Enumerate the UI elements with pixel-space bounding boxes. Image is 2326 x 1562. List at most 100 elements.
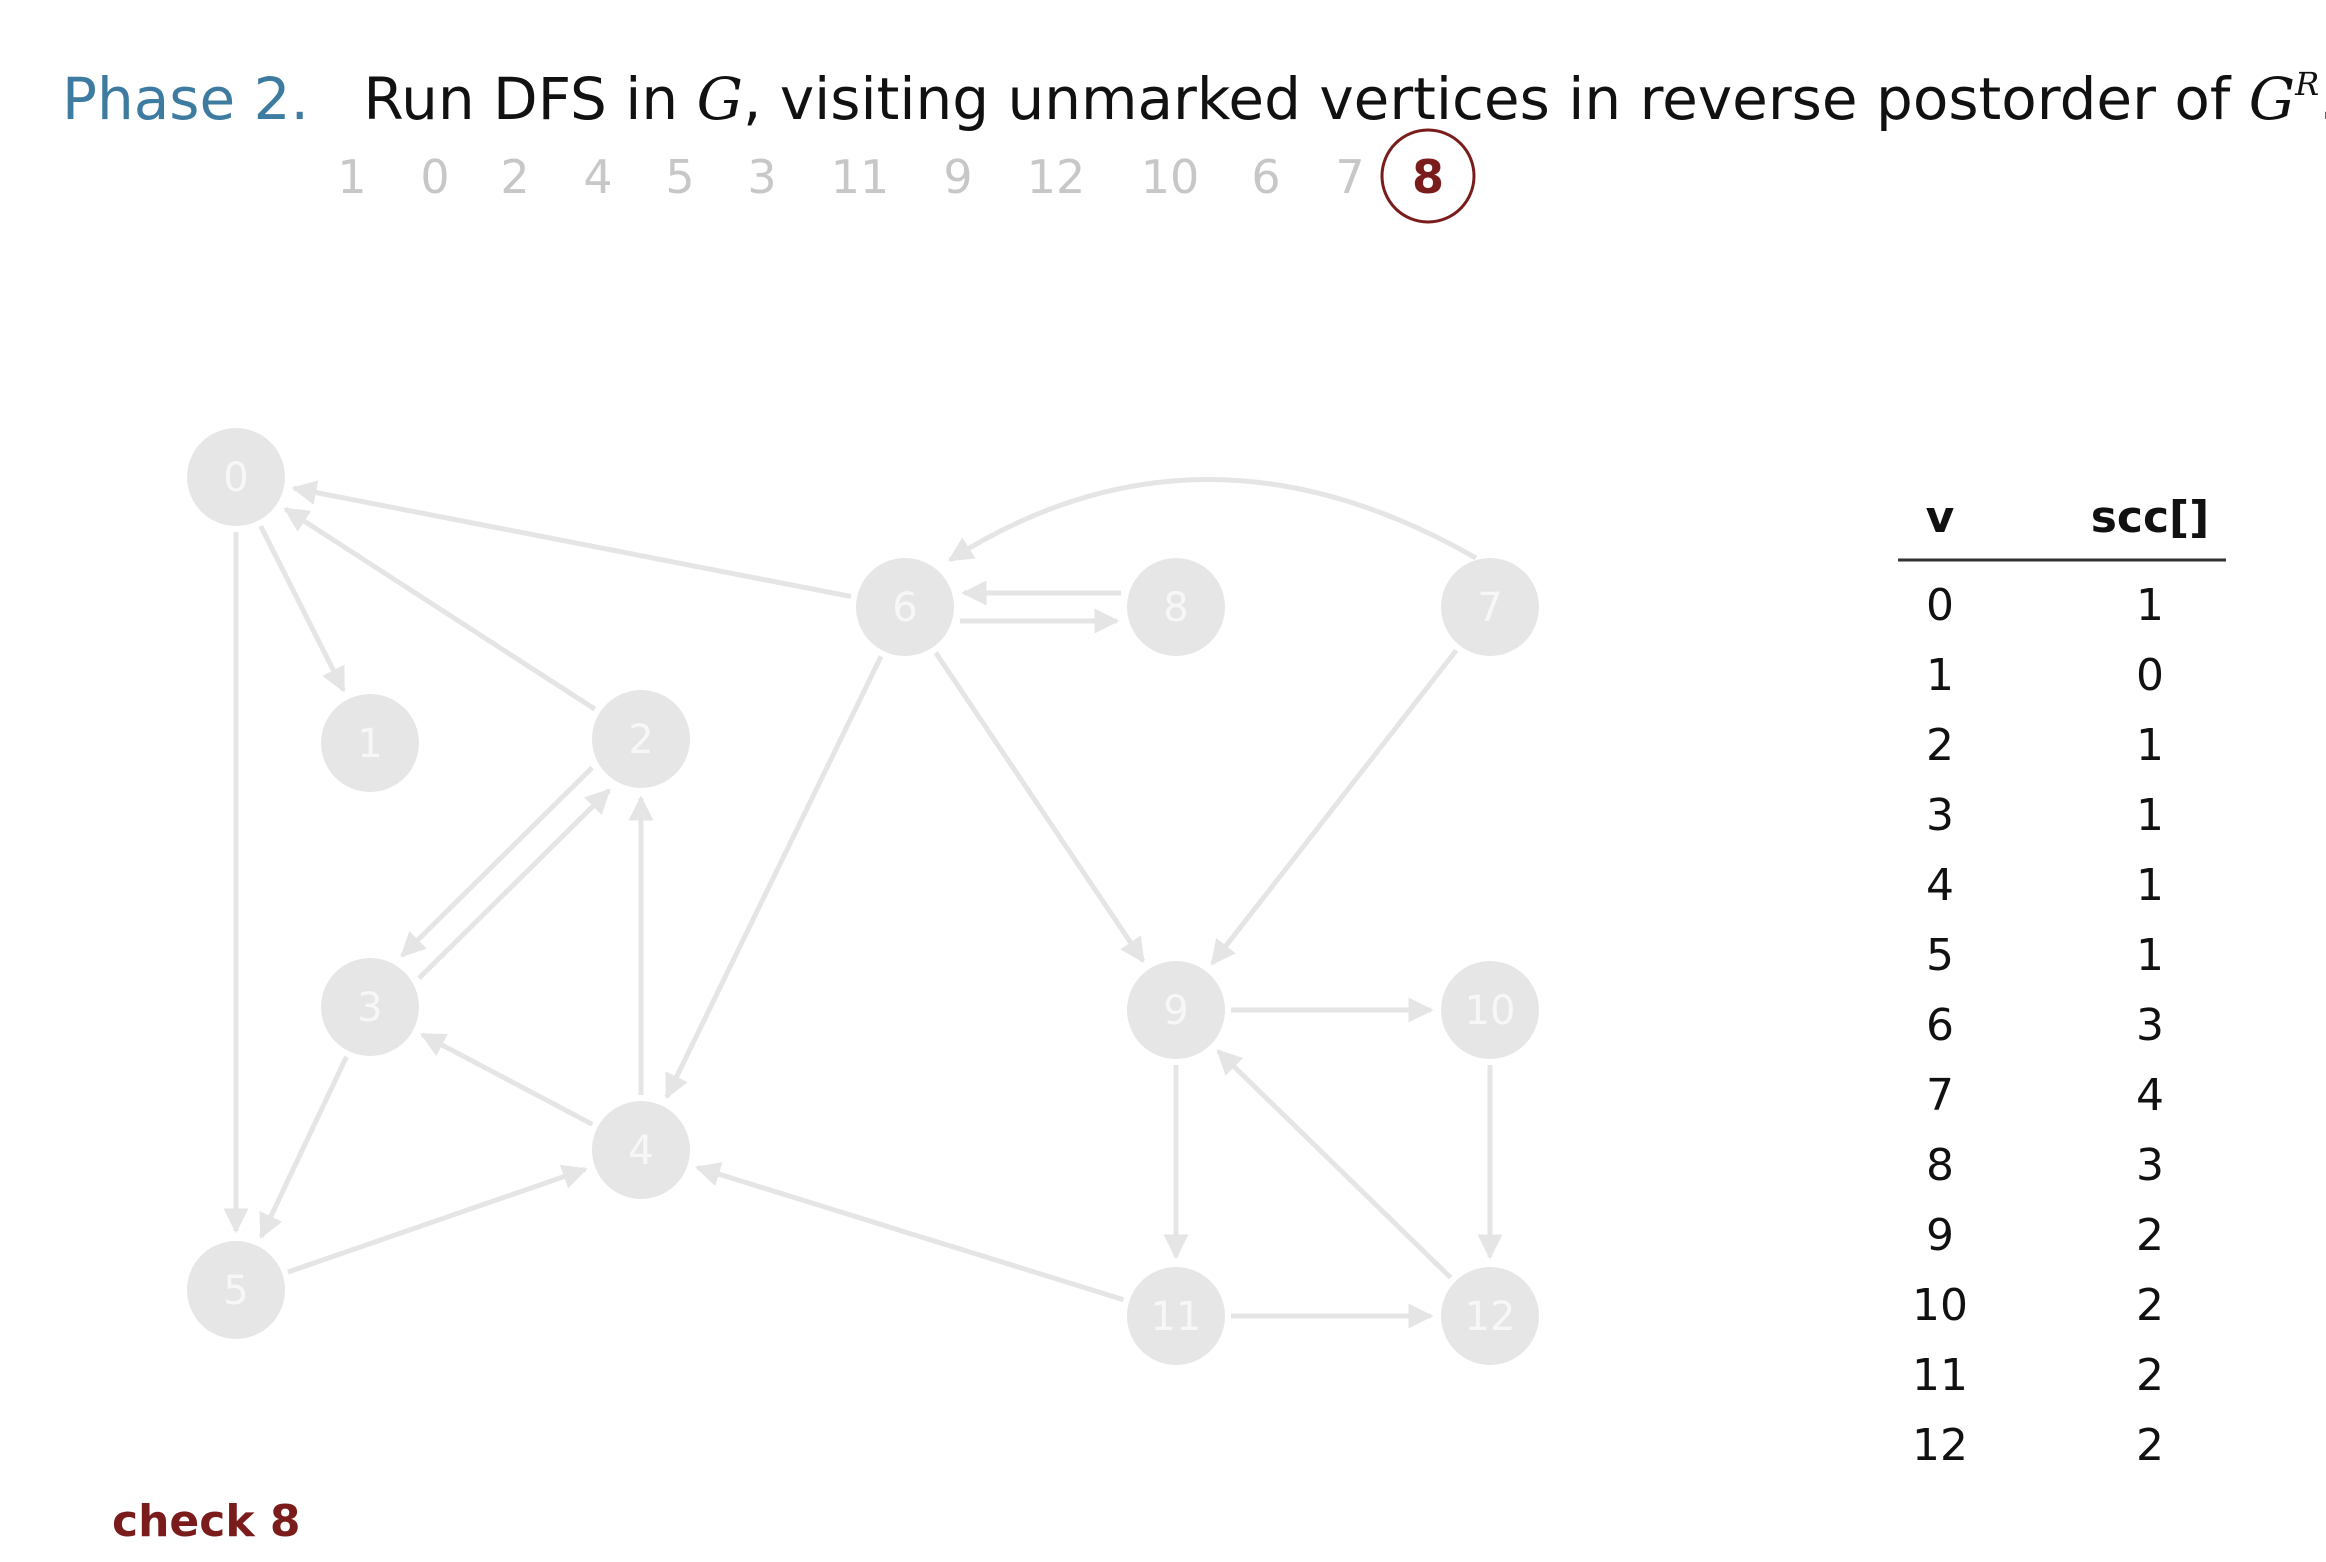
table-header-scc: scc[]: [2091, 492, 2210, 543]
table-cell-scc: 1: [2136, 790, 2164, 841]
postorder-item: 9: [943, 150, 972, 204]
edge-7-9: [1210, 648, 1459, 966]
postorder-item: 4: [583, 150, 612, 204]
vertex-5: 5: [187, 1241, 285, 1339]
reverse-graph-symbol: G: [2248, 65, 2296, 133]
table-cell-v: 3: [1926, 790, 1954, 841]
table-cell-scc: 1: [2136, 860, 2164, 911]
vertex-circle: [1441, 1267, 1539, 1365]
graph-edges: [223, 477, 1503, 1329]
table-cell-scc: 1: [2136, 580, 2164, 631]
reverse-superscript: R: [2295, 65, 2320, 103]
edge-0-1: [258, 524, 346, 693]
vertex-circle: [1127, 1267, 1225, 1365]
vertex-circle: [856, 558, 954, 656]
postorder-item: 1: [337, 150, 366, 204]
vertex-circle: [592, 690, 690, 788]
table-cell-v: 12: [1912, 1420, 1968, 1471]
current-vertex-ring: [1380, 128, 1476, 224]
vertex-9: 9: [1127, 961, 1225, 1059]
table-cell-scc: 3: [2136, 1000, 2164, 1051]
edge-6-0: [291, 480, 852, 599]
table-cell-v: 2: [1926, 720, 1954, 771]
vertex-label: 8: [1163, 585, 1188, 631]
phase-title: Phase 2. Run DFS in G, visiting unmarked…: [62, 44, 2326, 139]
edge-2-0: [283, 506, 597, 712]
vertex-circle: [592, 1101, 690, 1199]
vertex-label: 11: [1151, 1294, 1202, 1340]
vertex-circle: [187, 428, 285, 526]
vertex-label: 9: [1163, 988, 1188, 1034]
table-cell-scc: 0: [2136, 650, 2164, 701]
vertex-circle: [321, 694, 419, 792]
table-cell-scc: 1: [2136, 930, 2164, 981]
vertex-7: 7: [1441, 558, 1539, 656]
vertex-label: 10: [1465, 988, 1516, 1034]
edge-5-4: [287, 1164, 588, 1275]
edge-6-4: [664, 655, 884, 1100]
edge-6-9: [933, 651, 1146, 964]
postorder-item: 12: [1027, 150, 1086, 204]
table-cell-scc: 2: [2136, 1350, 2164, 1401]
edge-2-3: [400, 765, 594, 958]
table-cell-v: 8: [1926, 1140, 1954, 1191]
vertex-circle: [321, 958, 419, 1056]
vertex-circle: [1441, 961, 1539, 1059]
vertex-2: 2: [592, 690, 690, 788]
postorder-item: 6: [1251, 150, 1280, 204]
table-cell-scc: 3: [2136, 1140, 2164, 1191]
vertex-10: 10: [1441, 961, 1539, 1059]
edge-3-2: [417, 788, 611, 981]
postorder-item: 5: [665, 150, 694, 204]
table-cell-v: 10: [1912, 1280, 1968, 1331]
table-cell-scc: 2: [2136, 1280, 2164, 1331]
edge-3-5: [258, 1055, 349, 1239]
vertex-6: 6: [856, 558, 954, 656]
vertex-label: 6: [892, 585, 917, 631]
vertex-label: 3: [357, 985, 382, 1031]
postorder-item: 3: [747, 150, 776, 204]
vertex-circle: [1441, 558, 1539, 656]
table-cell-v: 6: [1926, 1000, 1954, 1051]
status-text: check 8: [112, 1496, 301, 1547]
postorder-item: 8: [1412, 150, 1444, 204]
title-period: .: [2319, 65, 2326, 133]
table-cell-scc: 1: [2136, 720, 2164, 771]
edge-11-4: [694, 1162, 1125, 1303]
vertex-label: 7: [1477, 585, 1502, 631]
vertex-1: 1: [321, 694, 419, 792]
vertex-label: 5: [223, 1268, 248, 1314]
vertex-label: 0: [223, 455, 248, 501]
table-cell-v: 11: [1912, 1350, 1968, 1401]
vertex-0: 0: [187, 428, 285, 526]
vertex-8: 8: [1127, 558, 1225, 656]
table-cell-v: 1: [1926, 650, 1954, 701]
postorder-item: 2: [500, 150, 529, 204]
postorder-item: 10: [1141, 150, 1200, 204]
postorder-item: 0: [420, 150, 449, 204]
edge-4-3: [419, 1032, 594, 1127]
vertex-label: 4: [628, 1128, 653, 1174]
table-cell-v: 0: [1926, 580, 1954, 631]
vertex-circle: [187, 1241, 285, 1339]
table-cell-scc: 4: [2136, 1070, 2164, 1121]
postorder-item: 7: [1335, 150, 1364, 204]
table-cell-v: 5: [1926, 930, 1954, 981]
table-cell-scc: 2: [2136, 1210, 2164, 1261]
vertex-3: 3: [321, 958, 419, 1056]
vertex-label: 2: [628, 717, 653, 763]
table-header-v: v: [1926, 492, 1955, 543]
table-cell-scc: 2: [2136, 1420, 2164, 1471]
vertex-4: 4: [592, 1101, 690, 1199]
edge-7-6: [947, 477, 1478, 563]
table-cell-v: 9: [1926, 1210, 1954, 1261]
vertex-label: 12: [1465, 1294, 1516, 1340]
postorder-item: 11: [831, 150, 890, 204]
vertex-12: 12: [1441, 1267, 1539, 1365]
vertex-circle: [1127, 558, 1225, 656]
vertex-11: 11: [1127, 1267, 1225, 1365]
